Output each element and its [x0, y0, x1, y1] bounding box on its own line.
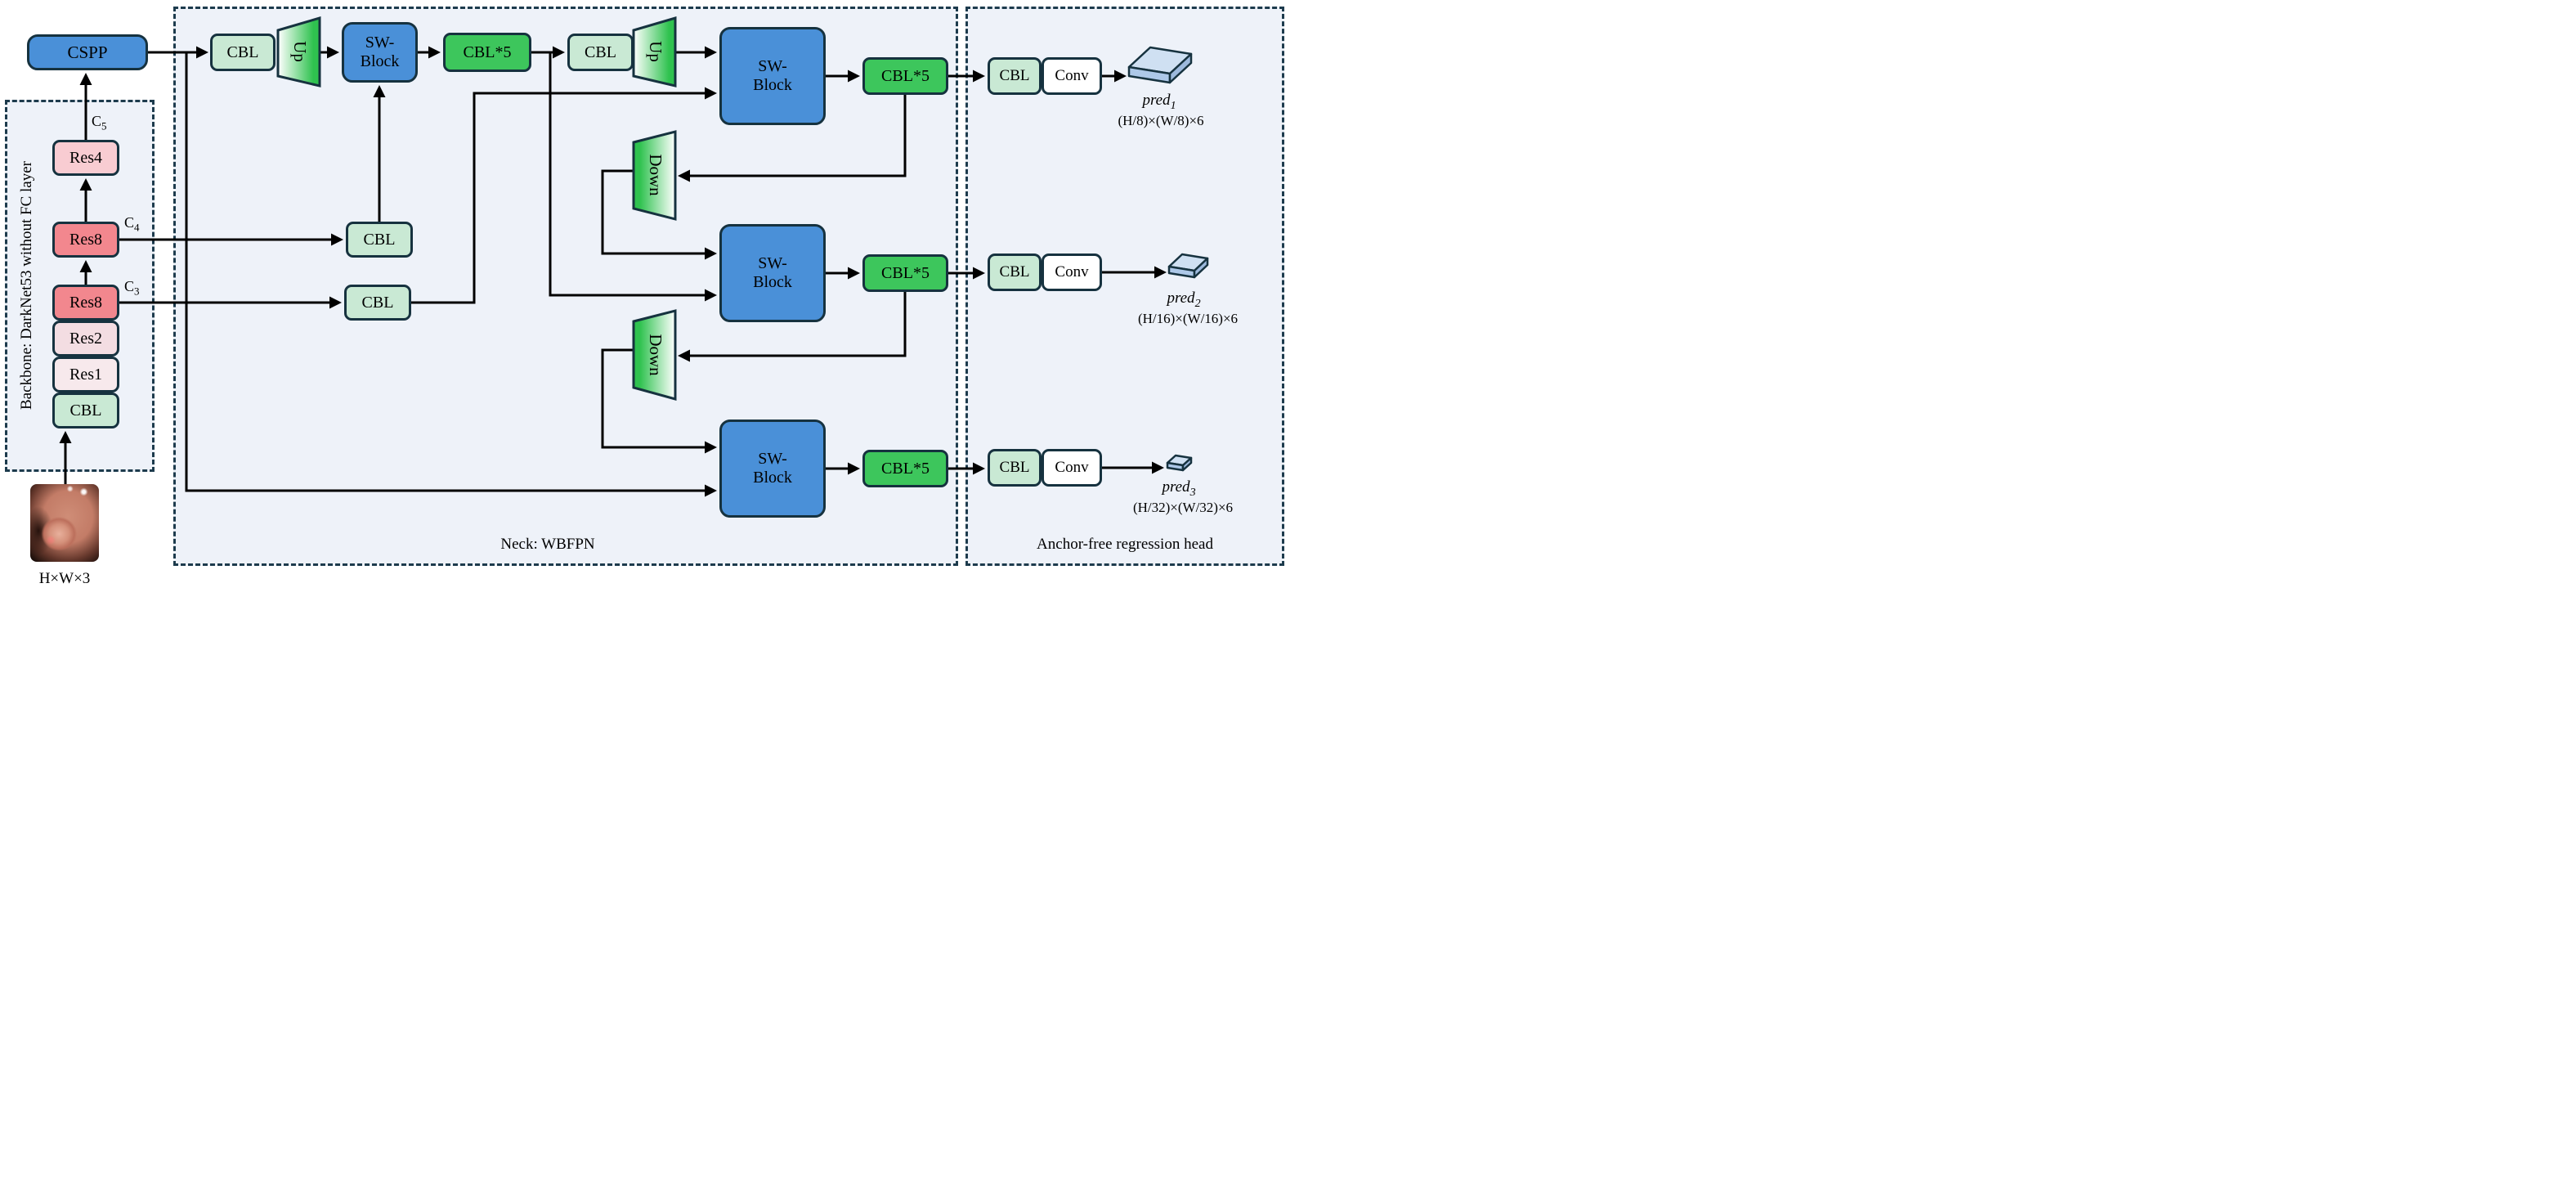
- res2-block: Res2: [52, 321, 119, 357]
- c3-cbl-block: CBL: [344, 285, 411, 321]
- sw-block-4: SW- Block: [719, 420, 826, 518]
- upsample-2-trapezoid-icon: [632, 16, 677, 87]
- c3-tap-label: C3: [124, 278, 140, 298]
- c4-tap-label: C4: [124, 214, 140, 234]
- neck-panel: [173, 7, 958, 566]
- upsample-1-label: Up: [290, 41, 310, 62]
- line-down1-to-sw3: [601, 169, 717, 260]
- cspp-block: CSPP: [27, 34, 148, 70]
- head-conv-2: Conv: [1042, 254, 1102, 291]
- c5-tap-label: C5: [92, 113, 107, 132]
- neck-panel-label: Neck: WBFPN: [500, 536, 595, 553]
- sw-block-3: SW- Block: [719, 224, 826, 322]
- line-cspp-branch-to-sw4: [185, 52, 717, 497]
- head-cbl-2: CBL: [988, 254, 1042, 291]
- res8-c4-block: Res8: [52, 222, 119, 258]
- sw-block-2: SW- Block: [719, 27, 826, 125]
- cbl5-block-1: CBL*5: [443, 33, 531, 72]
- pred3-label: pred3: [1162, 478, 1196, 499]
- res4-block: Res4: [52, 140, 119, 176]
- downsample-1-trapezoid-icon: [632, 130, 677, 221]
- pred1-size-label: (H/8)×(W/8)×6: [1118, 113, 1204, 128]
- backbone-cbl-block: CBL: [52, 393, 119, 428]
- pred3-tensor-icon: [1166, 454, 1193, 472]
- pred2-size-label: (H/16)×(W/16)×6: [1137, 311, 1239, 326]
- line-cblc3-to-sw2: [411, 87, 717, 304]
- line-cbl5a-branch-to-sw3: [549, 52, 717, 302]
- downsample-2-trapezoid-icon: [632, 309, 677, 401]
- downsample-1-label: Down: [646, 154, 665, 196]
- sw-block-1: SW- Block: [342, 22, 418, 83]
- pred1-label: pred1: [1142, 92, 1176, 112]
- architecture-diagram: Backbone: DarkNet53 without FC layer Nec…: [0, 0, 1288, 594]
- head-panel-label: Anchor-free regression head: [1037, 536, 1213, 553]
- pred1-tensor-icon: [1127, 46, 1193, 84]
- head-conv-3: Conv: [1042, 449, 1102, 487]
- connector-lines: Up Up Down Down: [59, 16, 1209, 497]
- downsample-2-label: Down: [646, 334, 665, 376]
- head-cbl-3: CBL: [988, 449, 1042, 487]
- res1-block: Res1: [52, 357, 119, 393]
- input-size-caption: H×W×3: [38, 570, 91, 587]
- head-cbl-1: CBL: [988, 57, 1042, 95]
- line-cbl5b-to-down1: [678, 95, 907, 182]
- res8-c3-block: Res8: [52, 285, 119, 321]
- c4-cbl-block: CBL: [346, 222, 413, 258]
- head-conv-1: Conv: [1042, 57, 1102, 95]
- cbl5-block-3: CBL*5: [862, 254, 948, 292]
- cbl5-block-2: CBL*5: [862, 57, 948, 95]
- line-down2-to-sw4: [601, 348, 717, 454]
- backbone-panel-label: Backbone: DarkNet53 without FC layer: [18, 161, 35, 410]
- neck-cbl2-block: CBL: [567, 34, 634, 71]
- upsample-1-trapezoid-icon: [276, 16, 321, 87]
- pred3-size-label: (H/32)×(W/32)×6: [1132, 500, 1234, 515]
- pred2-label: pred2: [1167, 289, 1201, 310]
- upsample-2-label: Up: [646, 41, 665, 62]
- neck-cbl1-block: CBL: [210, 34, 276, 71]
- cbl5-block-4: CBL*5: [862, 450, 948, 487]
- input-endoscopy-image: [30, 484, 99, 562]
- line-cbl5c-to-down2: [678, 292, 907, 362]
- pred2-tensor-icon: [1167, 253, 1209, 279]
